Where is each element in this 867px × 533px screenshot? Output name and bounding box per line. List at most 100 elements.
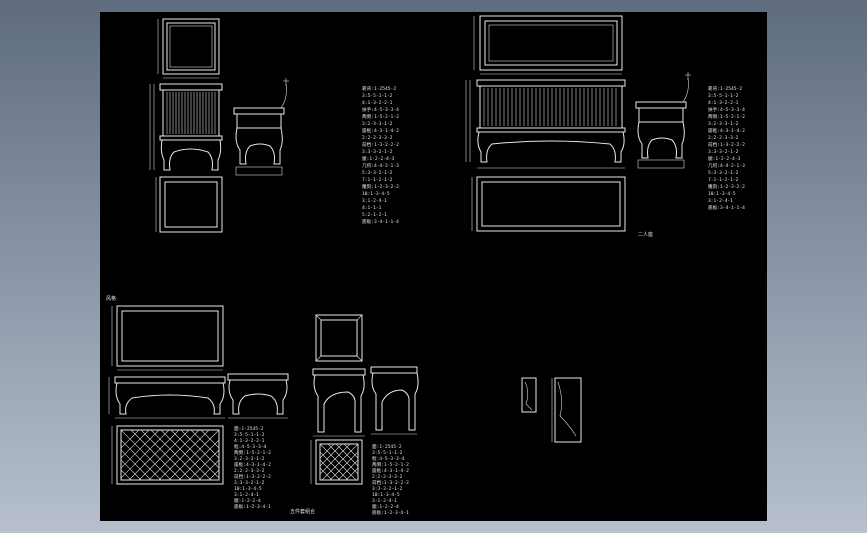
sofa-caption: 二人座 [638, 231, 653, 238]
note-line: 3:5-5-1-1-2 [372, 450, 403, 456]
note-line: 4:1-3-2-2-1 [234, 438, 265, 444]
tea-table-lattice-shelf [315, 439, 363, 485]
note-line: 面:1-2545-2 [372, 444, 402, 450]
note-line: 3:5-5-1-1-2 [708, 93, 739, 99]
note-line: 前档:1-3-2-2-2 [372, 479, 409, 486]
note-line: 靠背:1-2545-2 [708, 85, 742, 92]
lattice-pattern [120, 429, 220, 481]
group-caption: 风格 [106, 295, 116, 302]
note-line: 3:3-3-2-1-2 [372, 486, 403, 492]
note-line: 3:1-2-4-1 [372, 498, 397, 504]
leg-profile-2 [554, 377, 582, 443]
note-line: 2:2-2-3-3-2 [708, 135, 739, 141]
armchair-drawing [149, 18, 289, 233]
tea-table-side-view [371, 372, 419, 431]
note-line: 扶手:4-5-3-3-4 [362, 106, 399, 113]
note-line: 座框:4-3-1-4-2 [708, 127, 745, 134]
notes-block-4: 面:1-2545-2 3:5-5-1-1-2 框:4-5-3-3-4 两侧:1-… [372, 444, 409, 516]
note-line: 3:1-2-4-1 [708, 198, 733, 204]
note-line: 几何:4-4-2-1-3 [362, 162, 399, 169]
note-line: 座框:4-3-1-4-2 [372, 467, 409, 474]
note-line: 5:3-3-2-1-2 [362, 170, 393, 176]
note-line: 两侧:1-5-2-1-2 [362, 113, 399, 120]
two-seat-sofa-drawing [465, 15, 691, 232]
table-lattice-shelf [116, 425, 224, 485]
sofa-top-view-outer [479, 15, 623, 71]
note-line: 框:4-5-3-3-4 [372, 455, 404, 462]
note-line: 7:1-1-2-1-2 [708, 177, 739, 183]
coffee-table-drawing [108, 305, 289, 485]
note-line: 10:1-3-4-5 [708, 191, 736, 197]
note-line: 座框:4-3-1-4-2 [234, 461, 271, 468]
note-line: 腿:1-2-2-4-3 [362, 156, 394, 162]
note-line: 靠背:1-2545-2 [362, 85, 396, 92]
note-line: 5:3-3-2-1-2 [708, 170, 739, 176]
sofa-back-slats [483, 88, 617, 126]
note-line: 3:5-5-1-1-2 [234, 432, 265, 438]
bottom-caption: 五件套组合 [290, 508, 315, 515]
note-line: 前档:1-3-2-2-2 [362, 141, 399, 148]
cad-drawing-sheet[interactable]: 靠背:1-2545-2 3:5-5-1-1-2 4:1-3-2-2-1 扶手:4… [100, 12, 767, 521]
note-line: 3:2-3-3-1-2 [234, 456, 265, 462]
notes-block-3: 面:1-2545-2 3:5-5-1-1-2 4:1-3-2-2-1 框:4-5… [234, 426, 271, 510]
note-line: 3:3-3-2-1-2 [708, 149, 739, 155]
tea-table-top-view [315, 314, 363, 362]
note-line: 3:5-5-1-1-2 [362, 93, 393, 99]
note-line: 4:1-3-2-2-1 [362, 100, 393, 106]
tea-table-lattice-pattern [319, 443, 359, 481]
note-line: 腿:1-2-2-4-3 [708, 156, 740, 162]
note-line: 雕刻:1-2-3-2-2 [362, 183, 399, 190]
sofa-back-panel [479, 85, 623, 129]
note-line: 4:1-3-2-2-1 [708, 100, 739, 106]
note-line: 3:2-3-3-1-2 [362, 121, 393, 127]
tea-table-front-view [313, 374, 365, 433]
note-line: 前档:1-3-2-2-2 [708, 141, 745, 148]
note-line: 4:1-1-1 [362, 205, 382, 211]
table-front-view [115, 382, 225, 415]
note-line: 底板:1-2-3-4-1 [234, 503, 271, 510]
note-line: 腿:1-2-2-4 [234, 498, 261, 504]
chair-side-view [235, 127, 283, 165]
note-line: 3:1-2-4-1 [362, 198, 387, 204]
note-line: 前档:1-3-2-2-2 [234, 473, 271, 480]
note-line: 2:2-2-3-3-2 [362, 135, 393, 141]
tea-table-drawing [310, 314, 419, 485]
table-side-view [228, 379, 288, 415]
note-line: 底板:3-4-1-1-4 [708, 204, 745, 211]
notes-block-2: 靠背:1-2545-2 3:5-5-1-1-2 4:1-3-2-2-1 扶手:4… [708, 85, 745, 211]
sofa-side-view [637, 121, 685, 159]
note-line: 3:3-3-2-1-2 [362, 149, 393, 155]
note-line: 7:1-1-2-1-2 [362, 177, 393, 183]
note-line: 底板:1-2-3-4-1 [372, 509, 409, 516]
note-line: 腿:1-2-2-4 [372, 504, 399, 510]
note-line: 底板:3-4-1-1-4 [362, 218, 399, 225]
leg-profile-details [521, 377, 582, 443]
sofa-legs-apron [477, 131, 625, 163]
leg-profile-1 [521, 377, 537, 413]
chair-top-view-inner [166, 22, 216, 71]
note-line: 两侧:1-5-2-1-2 [372, 461, 409, 468]
note-line: 5:2-1-2-1 [362, 212, 387, 218]
note-line: 框:4-5-3-3-4 [234, 443, 266, 450]
note-line: 2:2-2-3-3-2 [234, 468, 265, 474]
note-line: 2:2-2-3-3-2 [372, 474, 403, 480]
note-line: 10:1-3-4-5 [362, 191, 390, 197]
note-line: 10:1-3-4-5 [372, 492, 400, 498]
sofa-seat-view [476, 176, 626, 232]
note-line: 3:1-2-4-1 [234, 492, 259, 498]
chair-legs-apron [160, 139, 222, 171]
note-line: 雕刻:1-2-3-2-2 [708, 183, 745, 190]
note-line: 扶手:4-5-3-3-4 [708, 106, 745, 113]
note-line: 10:1-3-4-5 [234, 486, 262, 492]
note-line: 面:1-2545-2 [234, 426, 264, 432]
notes-block-1: 靠背:1-2545-2 3:5-5-1-1-2 4:1-3-2-2-1 扶手:4… [362, 85, 399, 225]
chair-seat-view [159, 176, 223, 233]
table-top-view-outer [116, 305, 224, 367]
note-line: 两侧:1-5-2-1-2 [708, 113, 745, 120]
note-line: 3:3-3-2-1-2 [234, 480, 265, 486]
note-line: 两侧:1-5-2-1-2 [234, 449, 271, 456]
cad-drawing: 靠背:1-2545-2 3:5-5-1-1-2 4:1-3-2-2-1 扶手:4… [106, 15, 745, 516]
note-line: 座框:4-3-1-4-2 [362, 127, 399, 134]
chair-top-view-outer [162, 18, 220, 75]
note-line: 3:2-3-3-1-2 [708, 121, 739, 127]
